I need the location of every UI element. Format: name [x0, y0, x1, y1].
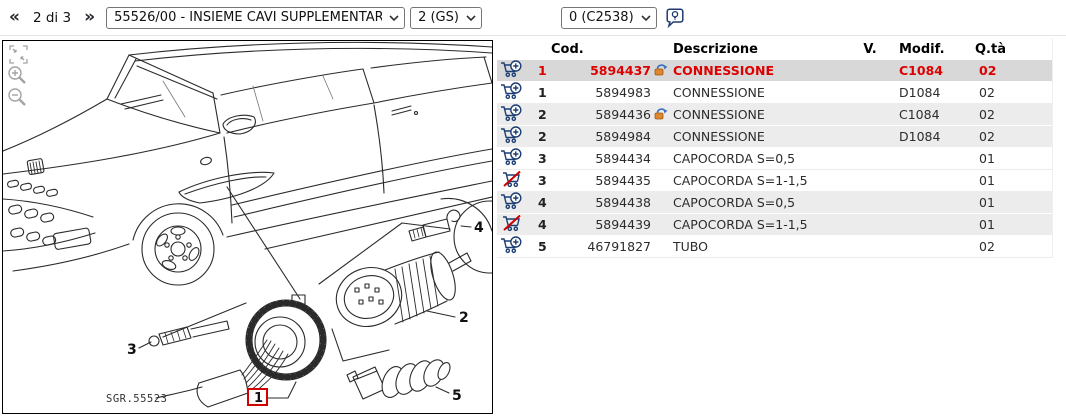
cell-description: CAPOCORDA S=1-1,5: [673, 217, 808, 232]
cell-description: CAPOCORDA S=0,5: [673, 151, 796, 166]
table-row[interactable]: 5 46791827 TUBO 02: [497, 236, 1052, 258]
cell-description: CONNESSIONE: [673, 129, 765, 144]
cell-position: 3: [538, 151, 547, 166]
col-header-descrizione: Descrizione: [673, 41, 758, 57]
col-header-cod: Cod.: [551, 41, 584, 57]
cell-quantity: 01: [979, 195, 995, 210]
cart-blocked-icon[interactable]: [500, 214, 523, 235]
toolbar: « 2 di 3 » 55526/00 - INSIEME CAVI SUPPL…: [0, 0, 1066, 36]
page-indicator: 2 di 3: [32, 9, 72, 26]
parts-table-header: Cod. Descrizione V. Modif. Q.tà: [497, 38, 1052, 60]
cell-description: CAPOCORDA S=0,5: [673, 195, 796, 210]
cell-quantity: 02: [979, 129, 995, 144]
cell-part-code: 46791827: [587, 239, 651, 254]
cell-quantity: 01: [979, 217, 995, 232]
cell-part-code: 5894983: [595, 85, 651, 100]
add-to-cart-icon[interactable]: [500, 192, 523, 213]
cell-part-code: 5894984: [595, 129, 651, 144]
table-row[interactable]: 1 5894437 CONNESSIONE C1084 02: [497, 60, 1052, 82]
cell-quantity: 02: [979, 63, 997, 78]
cell-position: 1: [538, 85, 547, 100]
cell-quantity: 01: [979, 151, 995, 166]
table-row[interactable]: 3 5894434 CAPOCORDA S=0,5 01: [497, 148, 1052, 170]
chevron-down-icon: [641, 14, 651, 21]
table-row[interactable]: 4 5894438 CAPOCORDA S=0,5 01: [497, 192, 1052, 214]
parts-table: Cod. Descrizione V. Modif. Q.tà: [497, 38, 1053, 258]
revision-select-value: 0 (C2538): [568, 10, 634, 25]
cell-modification: D1084: [899, 85, 941, 100]
cell-modification: C1084: [899, 107, 940, 122]
cell-part-code: 5894438: [595, 195, 651, 210]
cell-modification: C1084: [899, 63, 943, 78]
chevron-down-icon: [389, 14, 399, 21]
chevron-down-icon: [466, 14, 476, 21]
cell-part-code: 5894437: [590, 63, 651, 78]
fit-view-icon[interactable]: [9, 45, 28, 68]
zoom-out-icon[interactable]: [7, 87, 28, 112]
cell-modification: D1084: [899, 129, 941, 144]
cell-quantity: 02: [979, 85, 995, 100]
add-to-cart-icon[interactable]: [500, 148, 523, 169]
prev-table-button[interactable]: «: [9, 7, 20, 27]
cell-description: CONNESSIONE: [673, 107, 765, 122]
drawing-panel: 2 3 4 5 1 SGR.55523: [2, 40, 493, 414]
cell-quantity: 02: [979, 107, 995, 122]
zoom-in-icon[interactable]: [7, 65, 28, 90]
callout-label-1-selected[interactable]: 1: [247, 388, 268, 406]
revision-select[interactable]: 0 (C2538): [560, 6, 657, 29]
col-header-v: V.: [863, 41, 877, 57]
table-row[interactable]: 2 5894436 CONNESSIONE C1084 02: [497, 104, 1052, 126]
add-to-cart-icon[interactable]: [500, 82, 523, 103]
col-header-modif: Modif.: [899, 41, 945, 57]
drawing-select[interactable]: 55526/00 - INSIEME CAVI SUPPLEMENTARI: [106, 6, 406, 29]
add-to-cart-icon[interactable]: [500, 104, 523, 125]
cell-position: 2: [538, 129, 547, 144]
cell-part-code: 5894436: [595, 107, 651, 122]
cell-part-code: 5894434: [595, 151, 651, 166]
cell-position: 4: [538, 195, 547, 210]
cell-position: 2: [538, 107, 547, 122]
hint-bulb-icon[interactable]: [666, 7, 684, 28]
replacement-icon[interactable]: [654, 63, 668, 79]
cell-position: 5: [538, 239, 547, 254]
table-row[interactable]: 1 5894983 CONNESSIONE D1084 02: [497, 82, 1052, 104]
cell-position: 4: [538, 217, 547, 232]
col-header-qta: Q.tà: [975, 41, 1006, 57]
cart-blocked-icon[interactable]: [500, 170, 523, 191]
cell-description: CONNESSIONE: [673, 63, 774, 78]
cell-position: 3: [538, 173, 547, 188]
cell-part-code: 5894435: [595, 173, 651, 188]
cell-description: CAPOCORDA S=1-1,5: [673, 173, 808, 188]
add-to-cart-icon[interactable]: [500, 126, 523, 147]
variant-select[interactable]: 2 (GS): [410, 6, 482, 29]
add-to-cart-icon[interactable]: [500, 236, 523, 257]
parts-rows: 1 5894437 CONNESSIONE C1084 02: [497, 60, 1052, 258]
callout-label-5[interactable]: 5: [452, 388, 462, 404]
table-row[interactable]: 4 5894439 CAPOCORDA S=1-1,5 01: [497, 214, 1052, 236]
replacement-icon[interactable]: [654, 107, 668, 123]
table-row[interactable]: 2 5894984 CONNESSIONE D1084 02: [497, 126, 1052, 148]
variant-select-value: 2 (GS): [418, 10, 459, 25]
callout-label-3[interactable]: 3: [127, 342, 137, 358]
car-line-drawing: 2 3 4 5 1 SGR.55523: [3, 41, 492, 408]
cell-position: 1: [538, 63, 547, 78]
drawing-select-value: 55526/00 - INSIEME CAVI SUPPLEMENTARI: [114, 10, 383, 25]
cell-description: TUBO: [673, 239, 708, 254]
add-to-cart-icon[interactable]: [500, 60, 523, 81]
table-row[interactable]: 3 5894435 CAPOCORDA S=1-1,5 01: [497, 170, 1052, 192]
next-table-button[interactable]: »: [84, 7, 96, 27]
callout-label-4[interactable]: 4: [474, 220, 484, 236]
cell-description: CONNESSIONE: [673, 85, 765, 100]
cell-part-code: 5894439: [595, 217, 651, 232]
callout-label-2[interactable]: 2: [459, 310, 469, 326]
cell-quantity: 02: [979, 239, 995, 254]
cell-quantity: 01: [979, 173, 995, 188]
sgr-label: SGR.55523: [106, 393, 167, 405]
svg-text:1: 1: [254, 391, 263, 406]
